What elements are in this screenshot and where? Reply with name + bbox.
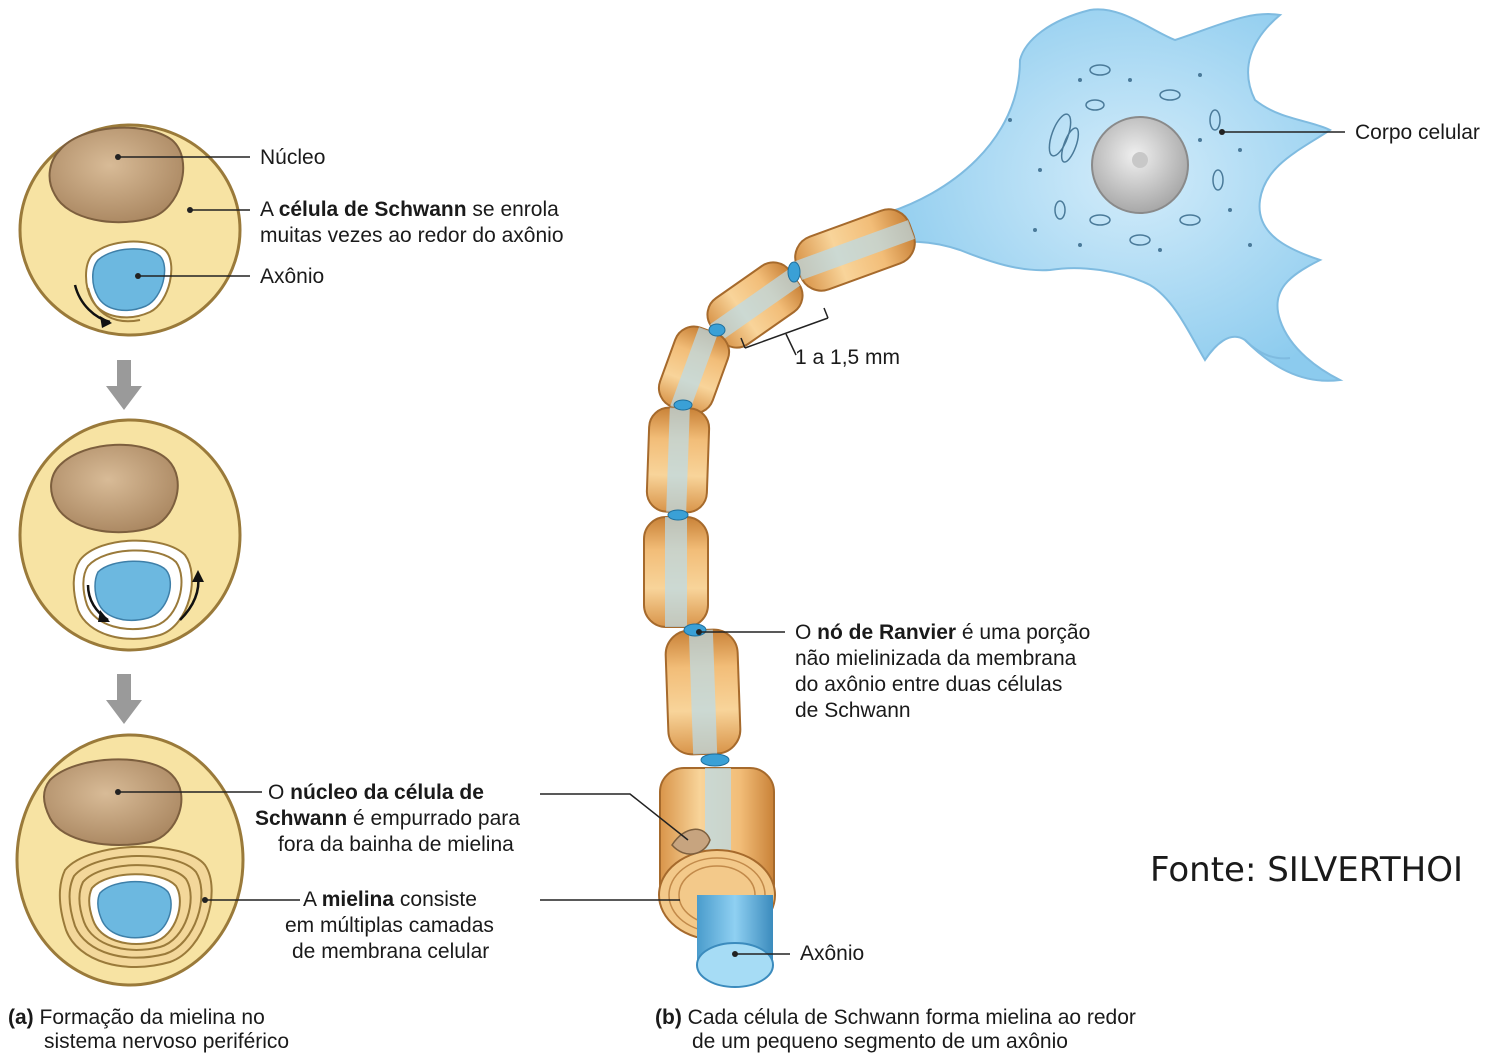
myelin-segment <box>646 407 710 513</box>
source-credit: Fonte: SILVERTHOI <box>1150 850 1463 890</box>
down-arrow-icon <box>106 674 142 724</box>
label-ranvier: O nó de Ranvier é uma porção <box>795 621 1090 645</box>
label-nucleus: Núcleo <box>260 146 325 170</box>
label-ranvier-line3: do axônio entre duas células <box>795 673 1062 697</box>
caption-a: (a) Formação da mielina no <box>8 1006 265 1030</box>
axon-end <box>697 895 773 987</box>
nucleus-shape <box>50 128 184 223</box>
myelin-segment <box>644 517 708 627</box>
label-myelin-line3: de membrana celular <box>292 940 489 964</box>
schwann-cell-step3 <box>17 735 300 985</box>
schwann-cell-step1 <box>20 125 250 335</box>
label-schwann-nucleus-line3: fora da bainha de mielina <box>278 833 514 857</box>
label-ranvier-line4: de Schwann <box>795 699 911 723</box>
caption-a-line2: sistema nervoso periférico <box>44 1030 289 1054</box>
label-axon-b: Axônio <box>800 942 864 966</box>
label-myelin-line2: em múltiplas camadas <box>285 914 494 938</box>
myelinated-axon <box>644 203 921 987</box>
myelin-segment <box>789 203 921 297</box>
schwann-cell-step2 <box>20 420 240 650</box>
myelin-segment <box>665 629 741 755</box>
label-cell-body: Corpo celular <box>1355 121 1480 145</box>
label-myelin: A mielina consiste <box>303 888 477 912</box>
caption-b: (b) Cada célula de Schwann forma mielina… <box>655 1006 1136 1030</box>
label-segment-length: 1 a 1,5 mm <box>795 346 900 370</box>
label-axon-a: Axônio <box>260 265 324 289</box>
neuron-cell-body <box>880 9 1345 380</box>
label-schwann-nucleus-line2: Schwann é empurrado para <box>255 807 520 831</box>
caption-b-line2: de um pequeno segmento de um axônio <box>692 1030 1068 1054</box>
label-schwann-wraps: A célula de Schwann se enrola <box>260 198 559 222</box>
label-schwann-nucleus: O núcleo da célula de <box>268 781 484 805</box>
label-ranvier-line2: não mielinizada da membrana <box>795 647 1076 671</box>
down-arrow-icon <box>106 360 142 410</box>
axon-shape <box>93 249 165 310</box>
label-schwann-wraps-line2: muitas vezes ao redor do axônio <box>260 224 564 248</box>
